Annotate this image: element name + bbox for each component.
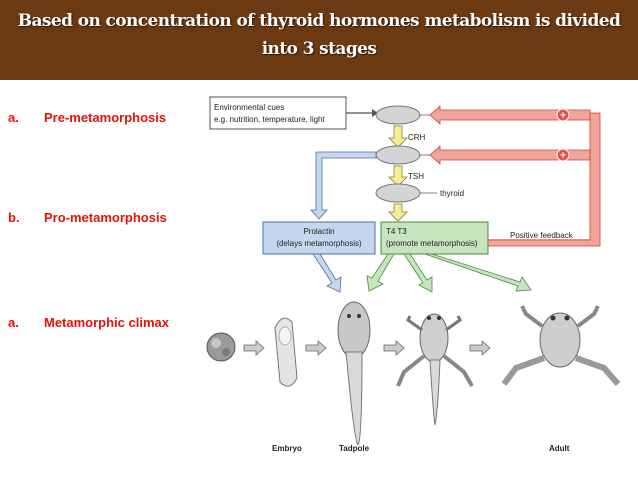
title-bar bbox=[0, 0, 638, 80]
stage-arrow-4 bbox=[469, 340, 491, 356]
env-cues-box bbox=[209, 96, 347, 130]
prolactin-label: Prolactin bbox=[303, 227, 334, 236]
stage-arrow-1 bbox=[243, 340, 265, 356]
stage-letter: a. bbox=[8, 110, 19, 125]
hypothalamus-node bbox=[375, 105, 421, 125]
t4t3-effect: (promote metamorphosis) bbox=[386, 239, 478, 248]
tsh-arrow bbox=[388, 165, 408, 187]
prolactin-effect: (delays metamorphosis) bbox=[276, 239, 362, 248]
env-cues-examples: e.g. nutrition, temperature, light bbox=[214, 115, 326, 124]
stage-label: Metamorphic climax bbox=[44, 315, 169, 330]
crh-label: CRH bbox=[408, 133, 426, 142]
pituitary-node bbox=[375, 145, 421, 165]
prolactin-to-tadpole-arrow bbox=[312, 253, 342, 293]
adult-frog-icon bbox=[501, 305, 621, 386]
stage-arrow-3 bbox=[383, 340, 405, 356]
embryo-icon bbox=[274, 317, 298, 387]
tsh-label: TSH bbox=[408, 172, 424, 181]
crh-arrow bbox=[388, 125, 408, 148]
cues-arrowhead bbox=[372, 109, 378, 117]
plus-icon bbox=[556, 108, 570, 122]
plus-sign-hypothalamus: + bbox=[560, 111, 566, 122]
tadpole-icon bbox=[337, 301, 371, 446]
adult-label: Adult bbox=[549, 444, 570, 453]
stage-letter: b. bbox=[8, 210, 20, 225]
t4t3-to-froglet-arrow bbox=[403, 253, 433, 293]
stage-label: Pre-metamorphosis bbox=[44, 110, 167, 125]
slide-title: Based on concentration of thyroid hormon… bbox=[17, 11, 621, 59]
t4t3-to-adult-arrow bbox=[424, 253, 532, 292]
froglet-icon bbox=[396, 313, 474, 426]
thyroid-hormone-arrow bbox=[388, 203, 408, 222]
tadpole-label: Tadpole bbox=[339, 444, 370, 453]
stage-pro-metamorphosis: b. Pro-metamorphosis bbox=[8, 210, 167, 225]
t4t3-label: T4 T3 bbox=[386, 227, 407, 236]
prolactin-box bbox=[262, 221, 376, 255]
positive-feedback-label: Positive feedback bbox=[510, 231, 574, 240]
stage-label: Pro-metamorphosis bbox=[44, 210, 167, 225]
env-cues-label: Environmental cues bbox=[214, 103, 284, 112]
egg-icon bbox=[206, 332, 236, 362]
stage-pre-metamorphosis: a. Pre-metamorphosis bbox=[8, 110, 166, 125]
thyroid-label: thyroid bbox=[440, 189, 464, 198]
figure-background bbox=[203, 90, 613, 462]
t4t3-to-tadpole-arrow bbox=[366, 253, 395, 292]
plus-icon bbox=[556, 148, 570, 162]
t4t3-box bbox=[380, 221, 489, 255]
prolactin-pathway-arrow bbox=[310, 151, 377, 220]
embryo-label: Embryo bbox=[272, 444, 302, 453]
plus-sign-pituitary: + bbox=[560, 151, 566, 162]
thyroid-node bbox=[375, 183, 421, 203]
stage-arrow-2 bbox=[305, 340, 327, 356]
feedback-trunk bbox=[487, 112, 601, 247]
stage-metamorphic-climax: a. Metamorphic climax bbox=[8, 315, 169, 330]
stage-letter: a. bbox=[8, 315, 19, 330]
